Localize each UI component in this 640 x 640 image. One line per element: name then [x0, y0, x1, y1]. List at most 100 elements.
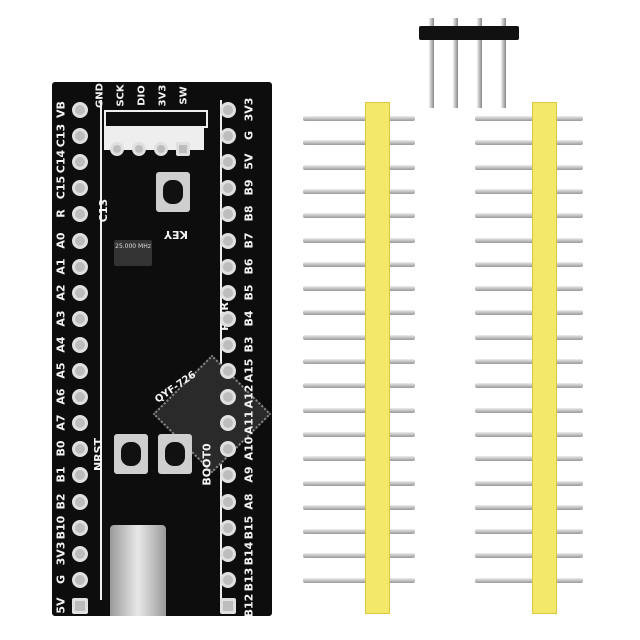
header-pin: [303, 334, 415, 340]
pin-hole-right: [220, 128, 236, 145]
pin-hole-left: [72, 232, 88, 249]
header-pin: [303, 480, 415, 486]
pin-hole-left: [72, 102, 88, 118]
crystal: 25.000 MHz: [114, 240, 152, 266]
pin-hole-left: [72, 180, 88, 197]
header-pin: [303, 213, 415, 219]
header-pin: [475, 383, 583, 389]
pin-label-left: 5V: [54, 597, 68, 614]
header-pin: [303, 310, 415, 316]
swd-label: GND: [94, 83, 106, 108]
header-pin: [303, 504, 415, 510]
header-pin: [475, 164, 583, 170]
header-pin: [475, 431, 583, 437]
pin-hole-right: [220, 441, 236, 458]
header-pin: [303, 383, 415, 389]
pin-hole-left: [72, 284, 88, 301]
header-pin: [303, 529, 415, 535]
header-pin: [303, 140, 415, 146]
pin-hole-right: [220, 310, 236, 327]
pin-hole-left: [72, 597, 88, 614]
pin-hole-right: [220, 232, 236, 249]
pin-hole-right: [220, 389, 236, 406]
swd-pin-hole: [154, 142, 168, 156]
header-pin: [475, 334, 583, 340]
pin-label-right: B12: [242, 593, 256, 618]
pin-hole-left: [72, 310, 88, 327]
pin-header-right[interactable]: [532, 102, 557, 614]
pin-hole-right: [220, 102, 236, 118]
pin-hole-left: [72, 336, 88, 353]
header-pin: [303, 164, 415, 170]
nrst-button[interactable]: [114, 434, 148, 474]
swd-label: DIO: [136, 85, 148, 106]
key-button[interactable]: [156, 172, 190, 212]
boot0-label: BOOT0: [200, 443, 214, 486]
pin-hole-left: [72, 389, 88, 406]
header-pin: [475, 310, 583, 316]
stm32-dev-board: PWR C13 KEY 25.000 MHz QYF-726 NRST BOOT…: [52, 82, 272, 617]
short-header-pin: [501, 18, 506, 108]
nrst-label: NRST: [92, 437, 106, 472]
pin-hole-left: [72, 545, 88, 562]
swd-pin-hole: [176, 142, 190, 156]
header-pin: [475, 140, 583, 146]
pin-hole-right: [220, 519, 236, 536]
pin-hole-left: [72, 363, 88, 379]
header-pin: [475, 286, 583, 292]
pin-hole-left: [72, 493, 88, 510]
pin-hole-left: [72, 128, 88, 145]
pin-hole-left: [72, 571, 88, 588]
pin-hole-right: [220, 258, 236, 275]
pin-hole-left: [72, 206, 88, 223]
short-header-pin: [453, 18, 458, 108]
header-pin: [303, 577, 415, 583]
pin-hole-left: [72, 441, 88, 458]
c13-label: C13: [97, 198, 111, 223]
pin-hole-right: [220, 363, 236, 379]
pin-hole-left: [72, 467, 88, 484]
header-pin: [475, 577, 583, 583]
silk-line-left: [100, 100, 102, 600]
short-header-pin: [429, 18, 434, 108]
pin-hole-right: [220, 154, 236, 171]
swd-pin-hole: [110, 142, 124, 156]
swd-label: SW: [178, 86, 190, 105]
short-pin-header[interactable]: [419, 26, 519, 40]
header-pin: [303, 116, 415, 121]
header-pin: [303, 261, 415, 267]
key-label: KEY: [164, 228, 189, 241]
header-pin: [475, 213, 583, 219]
header-pin: [475, 504, 583, 510]
swd-pin-hole: [132, 142, 146, 156]
usb-c-port[interactable]: [110, 525, 166, 616]
swd-label: SCK: [115, 84, 127, 107]
pin-hole-right: [220, 493, 236, 510]
header-pin: [303, 553, 415, 559]
header-pin: [475, 407, 583, 413]
header-pin: [475, 237, 583, 243]
pin-hole-right: [220, 336, 236, 353]
pin-hole-right: [220, 206, 236, 223]
pin-hole-right: [220, 180, 236, 197]
pin-hole-left: [72, 258, 88, 275]
pin-header-left[interactable]: [365, 102, 390, 614]
pin-hole-left: [72, 519, 88, 536]
header-pin: [475, 261, 583, 267]
header-pin: [475, 456, 583, 462]
header-pin: [303, 431, 415, 437]
header-pin: [303, 188, 415, 194]
header-pin: [475, 480, 583, 486]
pin-hole-right: [220, 571, 236, 588]
header-pin: [303, 286, 415, 292]
header-pin: [475, 116, 583, 121]
header-pin: [303, 359, 415, 364]
boot0-button[interactable]: [158, 434, 192, 474]
header-pin: [475, 553, 583, 559]
header-pin: [303, 407, 415, 413]
header-pin: [475, 188, 583, 194]
short-header-pin: [477, 18, 482, 108]
swd-label: 3V3: [157, 84, 169, 107]
header-pin: [475, 359, 583, 364]
